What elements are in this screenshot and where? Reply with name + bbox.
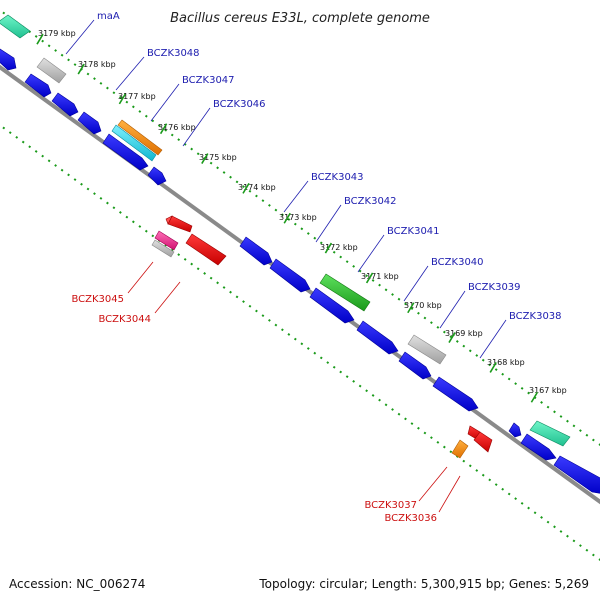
tick-label: 3171 kbp [361, 272, 399, 281]
gene-box-green[interactable] [319, 273, 371, 312]
tick-mark [407, 302, 415, 314]
gene-arrow-forward[interactable] [0, 48, 17, 71]
tick-mark [201, 153, 209, 164]
gene-arrow-reverse[interactable] [167, 215, 193, 233]
gene-arrow-forward[interactable] [356, 320, 399, 355]
leader-line [150, 83, 180, 122]
gene-label-forward[interactable]: BCZK3040 [431, 257, 484, 268]
map-title: Bacillus cereus E33L, complete genome [170, 11, 430, 26]
leader-line [115, 56, 145, 91]
gene-label-forward[interactable]: BCZK3039 [468, 282, 521, 293]
leader-line [154, 281, 181, 314]
tick-label: 3179 kbp [38, 29, 76, 38]
leader-line [127, 261, 154, 294]
leader-line [479, 319, 507, 359]
gene-label-reverse[interactable]: BCZK3036 [384, 513, 437, 524]
leader-line [315, 204, 342, 243]
leader-line [438, 475, 461, 513]
leader-line [439, 290, 466, 329]
gene-arrow-forward[interactable] [269, 258, 311, 293]
tick-mark [242, 182, 250, 194]
gene-box-teal[interactable] [529, 420, 571, 447]
gene-arrow-forward[interactable] [432, 376, 479, 412]
gene-label-forward[interactable]: BCZK3038 [509, 311, 562, 322]
gene-arrow-forward[interactable] [102, 133, 149, 171]
gene-arrow-forward[interactable] [553, 455, 600, 494]
tick-label: 3172 kbp [320, 243, 358, 252]
gene-box-orange[interactable] [117, 119, 163, 156]
tick-label: 3176 kbp [158, 123, 196, 132]
gene-box-grey[interactable] [36, 57, 67, 84]
gene-arrow-forward[interactable] [51, 92, 79, 117]
gene-arrow-reverse[interactable] [473, 431, 493, 453]
gene-label-reverse[interactable]: BCZK3037 [364, 500, 417, 511]
tick-label: 3177 kbp [118, 92, 156, 101]
tick-ruler-line [0, 9, 600, 446]
gene-label-forward[interactable]: BCZK3046 [213, 99, 266, 110]
gene-label-forward[interactable]: BCZK3047 [182, 75, 235, 86]
gene-features [0, 14, 600, 494]
leader-line [65, 19, 95, 55]
tick-label: 3169 kbp [445, 329, 483, 338]
inner-dotted-line [0, 124, 600, 561]
tick-label: 3174 kbp [238, 183, 276, 192]
tick-mark [159, 123, 168, 135]
gene-labels: maA BCZK3048 BCZK3047 BCZK3046 BCZK3043 … [65, 11, 562, 524]
gene-label-forward[interactable]: maA [97, 11, 120, 22]
gene-arrow-forward[interactable] [147, 166, 167, 186]
leader-line [418, 466, 448, 502]
tick-label: 3173 kbp [279, 213, 317, 222]
gene-label-reverse[interactable]: BCZK3045 [71, 294, 124, 305]
tick-mark [118, 93, 127, 105]
gene-arrow-reverse[interactable] [165, 215, 173, 225]
gene-label-forward[interactable]: BCZK3041 [387, 226, 440, 237]
gene-arrow-forward[interactable] [239, 236, 273, 266]
tick-mark [530, 391, 539, 403]
gene-label-forward[interactable]: BCZK3048 [147, 48, 200, 59]
tick-label: 3170 kbp [404, 301, 442, 310]
leader-line [283, 180, 309, 213]
tick-label: 3168 kbp [487, 358, 525, 367]
gene-box-orange[interactable] [451, 439, 469, 459]
tick-label: 3167 kbp [529, 386, 567, 395]
tick-mark [283, 212, 291, 224]
tick-label: 3175 kbp [199, 153, 237, 162]
gene-arrow-forward[interactable] [508, 422, 522, 438]
gene-box-grey[interactable] [151, 239, 175, 258]
gene-box-grey[interactable] [407, 334, 447, 365]
leader-line [182, 107, 211, 147]
gene-arrow-forward[interactable] [398, 351, 432, 380]
gene-arrow-forward[interactable] [520, 433, 557, 461]
gene-label-reverse[interactable]: BCZK3044 [98, 314, 151, 325]
tick-mark [365, 272, 374, 284]
leader-line [357, 234, 385, 273]
gene-label-forward[interactable]: BCZK3043 [311, 172, 364, 183]
gene-arrow-forward[interactable] [77, 111, 102, 135]
tick-mark [448, 332, 456, 343]
gene-box-cyan[interactable] [111, 124, 157, 162]
tick-mark [77, 63, 85, 75]
gene-arrow-forward[interactable] [309, 287, 355, 324]
gene-label-forward[interactable]: BCZK3042 [344, 196, 397, 207]
accession-text: Accession: NC_006274 [9, 577, 146, 591]
leader-line [403, 265, 429, 302]
genome-summary-text: Topology: circular; Length: 5,300,915 bp… [259, 577, 589, 591]
gene-box-teal[interactable] [0, 14, 31, 39]
tick-label: 3178 kbp [78, 60, 116, 69]
tick-mark [36, 33, 44, 45]
gene-box-pink[interactable] [154, 230, 179, 251]
gene-arrow-forward[interactable] [24, 73, 52, 98]
tick-mark [324, 242, 333, 254]
kbp-ticks: 3179 kbp 3178 kbp 3177 kbp 3176 kbp 3175… [36, 29, 567, 403]
tick-mark [489, 362, 497, 373]
gene-arrow-reverse[interactable] [185, 233, 227, 266]
